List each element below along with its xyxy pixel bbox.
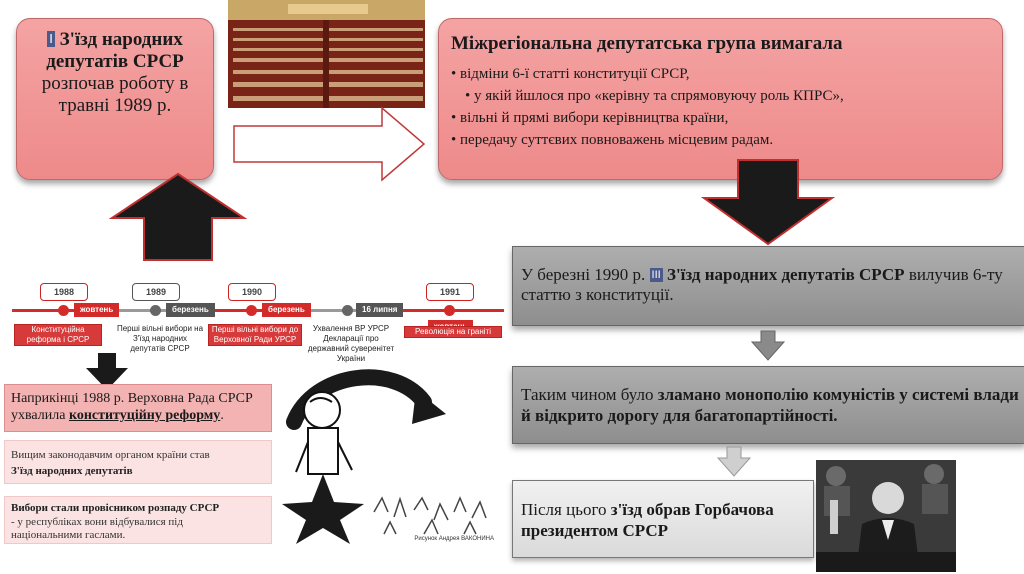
note1-line1: Вищим законодавчим органом країни став — [11, 449, 210, 461]
up-arrow-icon — [108, 170, 248, 262]
gorbachev-text-pre: Після цього — [521, 500, 607, 519]
roman-numeral: I — [47, 31, 55, 47]
note-elections: Вибори стали провісником розпаду СРСР - … — [4, 496, 272, 544]
mdg-box: Міжрегіональна депутатська група вимагал… — [438, 18, 1003, 180]
mdg-item-2: • у якій йшлося про «керівну та спрямову… — [451, 85, 844, 107]
cartoon-illustration: Рисунок Андрея ВАКОНИНА — [274, 362, 500, 544]
note2-line1: Вибори стали провісником розпаду СРСР — [11, 502, 219, 514]
note2-line2: - у республіках вони відбувалися під нац… — [11, 516, 251, 542]
timeline-year-1988: 1988 — [40, 283, 88, 301]
reform-box: Наприкінці 1988 р. Верховна Рада СРСР ух… — [4, 384, 272, 432]
roman-numeral-iii: III — [650, 268, 663, 282]
note1-line2: З'їзд народних депутатів — [11, 465, 133, 477]
timeline-dot-5 — [444, 305, 455, 316]
down-arrow-icon — [700, 158, 836, 246]
gorbachev-box: Після цього з'їзд обрав Горбачова презид… — [512, 480, 814, 558]
reform-text-bold: конституційну реформу — [69, 408, 220, 423]
gorbachev-photo — [816, 460, 956, 572]
timeline-label-1: Конституційна реформа і СРСР — [14, 324, 102, 346]
timeline-month-2: березень — [166, 303, 215, 317]
timeline-label-3: Перші вільні вибори до Верховної Ради УР… — [208, 324, 302, 346]
timeline-dot-3 — [246, 305, 257, 316]
congress-desc: розпочав роботу в травні 1989 р. — [42, 73, 189, 116]
march-1990-box: У березні 1990 р. III З'їзд народних деп… — [512, 246, 1024, 326]
timeline-label-5: Революція на граніті — [404, 326, 502, 338]
timeline-year-1989: 1989 — [132, 283, 180, 301]
note-legislative-body: Вищим законодавчим органом країни став З… — [4, 440, 272, 484]
monopoly-box: Таким чином було зламано монополію комун… — [512, 366, 1024, 444]
first-congress-box: I З'їзд народних депутатів СРСР розпочав… — [16, 18, 214, 180]
timeline-dot-4 — [342, 305, 353, 316]
mdg-list: • відміни 6-ї статті конституції СРСР, •… — [451, 63, 844, 151]
gray-down-arrow-icon-1 — [750, 330, 786, 362]
timeline-month-4: 16 липня — [356, 303, 403, 317]
timeline-month-1: жовтень — [74, 303, 119, 317]
timeline-label-4: Ухвалення ВР УРСР Декларації про державн… — [304, 324, 398, 364]
mdg-item-1: • відміни 6-ї статті конституції СРСР, — [451, 63, 844, 85]
congress-name: З'їзд народних депутатів СРСР — [46, 29, 184, 72]
cartoon-caption: Рисунок Андрея ВАКОНИНА — [414, 536, 494, 542]
timeline-label-2: Перші вільні вибори на З'їзд народних де… — [116, 324, 204, 354]
timeline-year-1991: 1991 — [426, 283, 474, 301]
timeline-month-3: березень — [262, 303, 311, 317]
march-text-pre: У березні 1990 р. — [521, 265, 645, 284]
monopoly-text-pre: Таким чином було — [521, 385, 654, 404]
gray-down-arrow-icon-2 — [716, 446, 752, 478]
timeline-year-1990: 1990 — [228, 283, 276, 301]
reform-text-post: . — [220, 408, 224, 423]
timeline-dot-2 — [150, 305, 161, 316]
mdg-item-4: • передачу суттєвих повноважень місцевим… — [451, 129, 844, 151]
march-text-bold: З'їзд народних депутатів СРСР — [667, 265, 905, 284]
mdg-title: Міжрегіональна депутатська група вимагал… — [451, 33, 843, 55]
congress-hall-photo — [228, 0, 425, 108]
mdg-item-3: • вільні й прямі вибори керівництва краї… — [451, 107, 844, 129]
timeline-dot-1 — [58, 305, 69, 316]
right-arrow-icon — [232, 104, 428, 184]
